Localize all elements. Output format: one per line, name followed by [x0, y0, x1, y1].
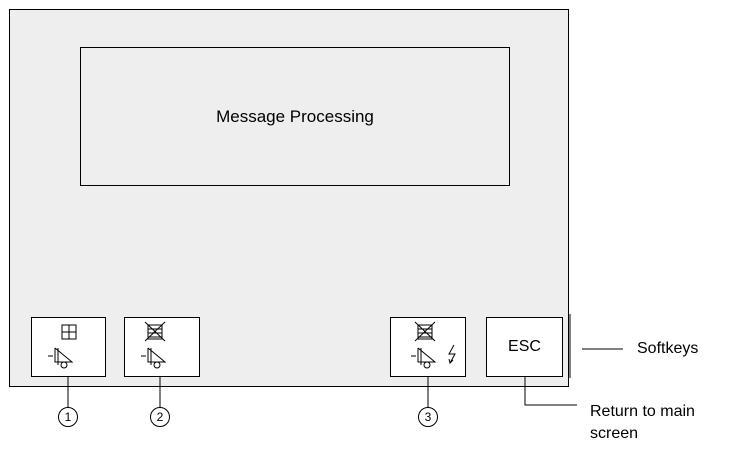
message-box: Message Processing	[80, 47, 510, 186]
callout-2: 2	[150, 407, 170, 427]
softkey-2[interactable]	[124, 317, 200, 377]
callout-3: 3	[418, 407, 438, 427]
softkey-3[interactable]	[390, 317, 466, 377]
crossed-grid-speaker-lightning-icon	[411, 321, 456, 369]
return-label-line1: Return to main	[590, 403, 695, 420]
return-label-line2: screen	[590, 425, 639, 442]
softkey-1[interactable]	[31, 317, 106, 377]
message-title: Message Processing	[216, 106, 374, 126]
esc-label: ESC	[508, 338, 541, 355]
callout-1: 1	[58, 407, 78, 427]
crossed-grid-speaker-icon	[141, 321, 167, 369]
softkeys-label: Softkeys	[637, 340, 699, 357]
panel-screen: Message Processing	[9, 9, 569, 387]
grid-speaker-icon	[48, 324, 77, 369]
esc-button[interactable]: ESC	[486, 317, 563, 377]
